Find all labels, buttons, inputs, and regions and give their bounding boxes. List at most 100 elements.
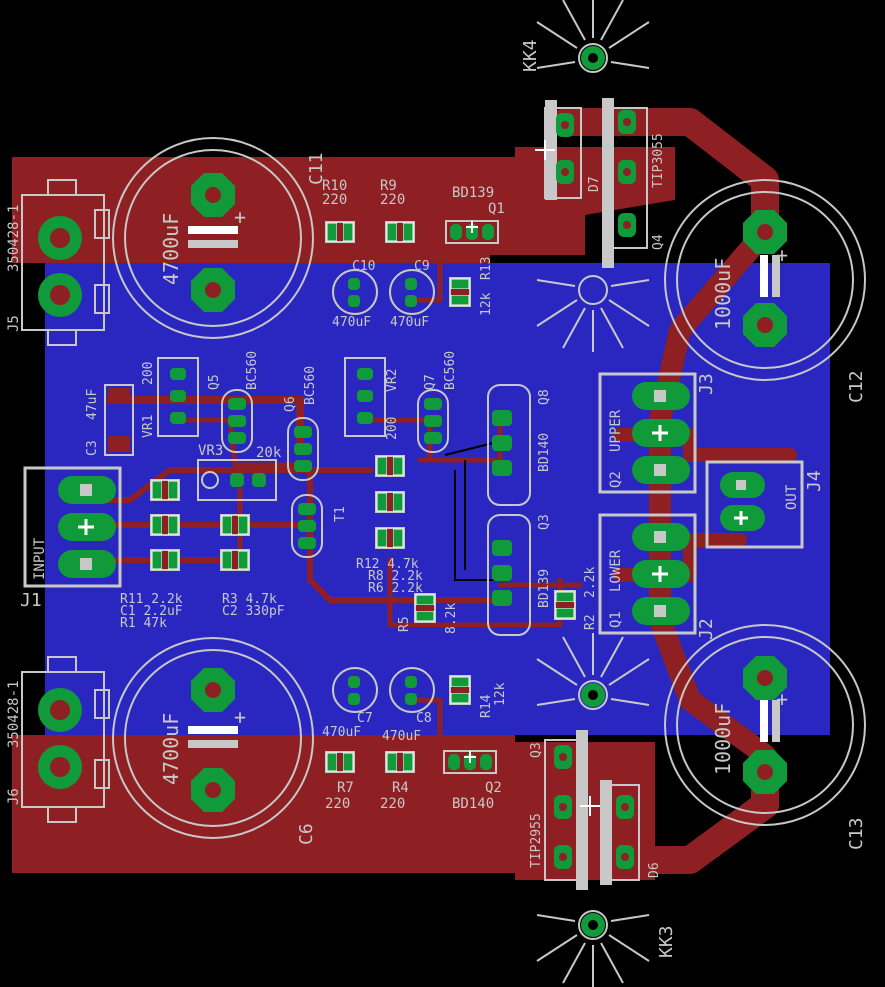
label-d6: D6	[647, 862, 662, 878]
label-q6: Q6	[283, 396, 298, 412]
label-c3-value: 47uF	[85, 389, 100, 420]
label-c11: C11	[306, 152, 327, 185]
label-vr2-value: 200	[385, 417, 400, 440]
label-c6: C6	[296, 823, 317, 845]
label-c10-value: 470uF	[332, 315, 371, 330]
transistor-q2	[443, 750, 497, 774]
label-kk4: KK4	[520, 39, 541, 72]
label-j3-q2: Q2	[608, 471, 624, 488]
terminal-j1	[23, 466, 122, 588]
label-j3-upper: UPPER	[608, 409, 624, 452]
svg-text:+: +	[234, 705, 246, 729]
label-j4: J4	[804, 470, 825, 492]
svg-text:+: +	[776, 243, 788, 267]
label-vr3-value: 20k	[256, 445, 282, 461]
label-c9: C9	[414, 259, 430, 274]
label-c13: C13	[846, 817, 867, 850]
label-j1-input: INPUT	[32, 537, 48, 580]
trimmers	[157, 357, 386, 501]
label-j6: J6	[6, 788, 22, 805]
label-vr1: VR1	[141, 415, 156, 438]
heatsink-kk3-bottom	[536, 910, 650, 987]
label-r13: R13	[479, 257, 494, 280]
label-tip3055: TIP3055	[651, 133, 666, 188]
label-c12: C12	[846, 370, 867, 403]
label-q3b-value: BD139	[537, 569, 552, 608]
small-cap-pads	[348, 278, 417, 705]
label-q7-value: BC560	[443, 351, 458, 390]
transistor-q1	[445, 220, 499, 244]
diode-d7	[535, 100, 582, 200]
label-r13-value: 12k	[479, 292, 494, 316]
label-c10: C10	[352, 259, 375, 274]
transistor-q8	[487, 384, 531, 506]
label-tip2955: TIP2955	[529, 813, 544, 868]
label-r5-value: 8.2k	[444, 603, 459, 634]
label-j1: J1	[20, 590, 42, 611]
cap-c11: +	[112, 137, 314, 339]
label-r3-line: R3 4.7k	[222, 592, 277, 607]
terminal-j4	[705, 460, 804, 549]
label-r5: R5	[397, 616, 412, 632]
label-r10-value: 220	[322, 192, 347, 208]
label-r7-value: 220	[325, 796, 350, 812]
label-q8: Q8	[537, 389, 552, 405]
silkscreen-labels: C11 4700uF C6 4700uF C12 1000uF C13 1000…	[6, 39, 867, 958]
label-q5-value: BC560	[245, 351, 260, 390]
label-c1-line: C1 2.2uF	[120, 604, 183, 619]
svg-text:+: +	[234, 205, 246, 229]
terminal-j3	[598, 372, 697, 494]
diode-d6	[580, 780, 640, 885]
heatsink-kk4-top	[536, 0, 650, 73]
terminal-j2	[598, 513, 697, 635]
label-j6-part: 350428-1	[6, 681, 22, 748]
label-bd139-top: BD139	[452, 185, 494, 201]
label-r6-line: R6 2.2k	[368, 581, 423, 596]
label-r2-value: 2.2k	[583, 567, 598, 598]
label-j2-lower: LOWER	[608, 549, 624, 592]
label-j4-out: OUT	[784, 484, 800, 510]
label-q7: Q7	[423, 374, 438, 390]
transistor-q4	[602, 98, 648, 268]
label-r8-line: R8 2.2k	[368, 569, 423, 584]
label-r10: R10	[322, 178, 347, 194]
label-j5: J5	[6, 315, 22, 332]
label-q8-value: BD140	[537, 433, 552, 472]
label-r14: R14	[479, 694, 494, 718]
label-r9-value: 220	[380, 192, 405, 208]
top-copper-pours	[12, 147, 675, 880]
cap-c6: +	[112, 637, 314, 839]
svg-text:+: +	[776, 687, 788, 711]
small-transistors	[221, 389, 449, 558]
label-c7-value: 470uF	[322, 725, 361, 740]
label-vr2: VR2	[385, 369, 400, 392]
label-q3b: Q3	[537, 514, 552, 530]
label-bd140-bot: BD140	[452, 796, 494, 812]
cap-c13: +	[664, 624, 866, 826]
cap-c3	[104, 384, 134, 456]
label-c8-value: 470uF	[382, 729, 421, 744]
label-j2: J2	[696, 618, 717, 640]
label-vr1-value: 200	[141, 362, 156, 385]
label-r4-value: 220	[380, 796, 405, 812]
label-t1: T1	[333, 506, 348, 522]
label-c9-value: 470uF	[390, 315, 429, 330]
label-q3: Q3	[529, 742, 544, 758]
transistor-q3	[544, 730, 588, 890]
label-c7: C7	[357, 711, 373, 726]
label-r7: R7	[337, 780, 354, 796]
label-j2-q1: Q1	[608, 611, 624, 628]
label-r4: R4	[392, 780, 409, 796]
label-q4: Q4	[651, 234, 666, 250]
cap-c12: +	[664, 179, 866, 381]
label-q6-value: BC560	[303, 366, 318, 405]
connector-j5	[21, 179, 110, 346]
label-c6-value: 4700uF	[159, 713, 183, 785]
label-q1: Q1	[488, 201, 505, 217]
label-c2-line: C2 330pF	[222, 604, 285, 619]
label-r1-line: R1 47k	[120, 616, 167, 631]
heatsink-kk3	[536, 632, 650, 710]
transistor-q3-driver	[487, 514, 531, 636]
label-r2: R2	[583, 614, 598, 630]
